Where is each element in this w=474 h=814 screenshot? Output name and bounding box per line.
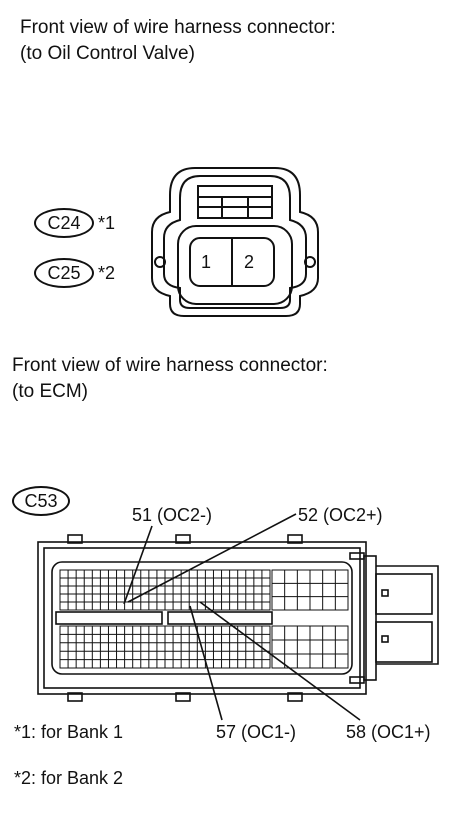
pin-grid [59, 569, 349, 669]
pin-51-label: 51 (OC2-) [132, 505, 213, 525]
connector-code-c25: C25 [34, 258, 94, 288]
leader-lines [123, 513, 361, 721]
top-connector-title-line2: (to Oil Control Valve) [20, 43, 195, 64]
oil-control-valve-connector [151, 167, 319, 317]
connector-note-1: *1 [98, 213, 116, 233]
connector-code-c53: C53 [12, 486, 70, 516]
ecm-connector-title-line2: (to ECM) [12, 381, 88, 402]
pin-label-2: 2 [244, 252, 255, 272]
connector-code-c24: C24 [34, 208, 94, 238]
pin-57-label: 57 (OC1-) [216, 722, 297, 742]
pin-52-label: 52 (OC2+) [298, 505, 383, 525]
connector-note-2: *2 [98, 263, 116, 283]
footnote-bank-2: *2: for Bank 2 [14, 768, 124, 788]
top-connector-title-line1: Front view of wire harness connector: [20, 17, 336, 38]
pin-58-label: 58 (OC1+) [346, 722, 431, 742]
pin-label-1: 1 [201, 252, 212, 272]
ecm-connector-title-line1: Front view of wire harness connector: [12, 355, 328, 376]
footnote-bank-1: *1: for Bank 1 [14, 722, 124, 742]
